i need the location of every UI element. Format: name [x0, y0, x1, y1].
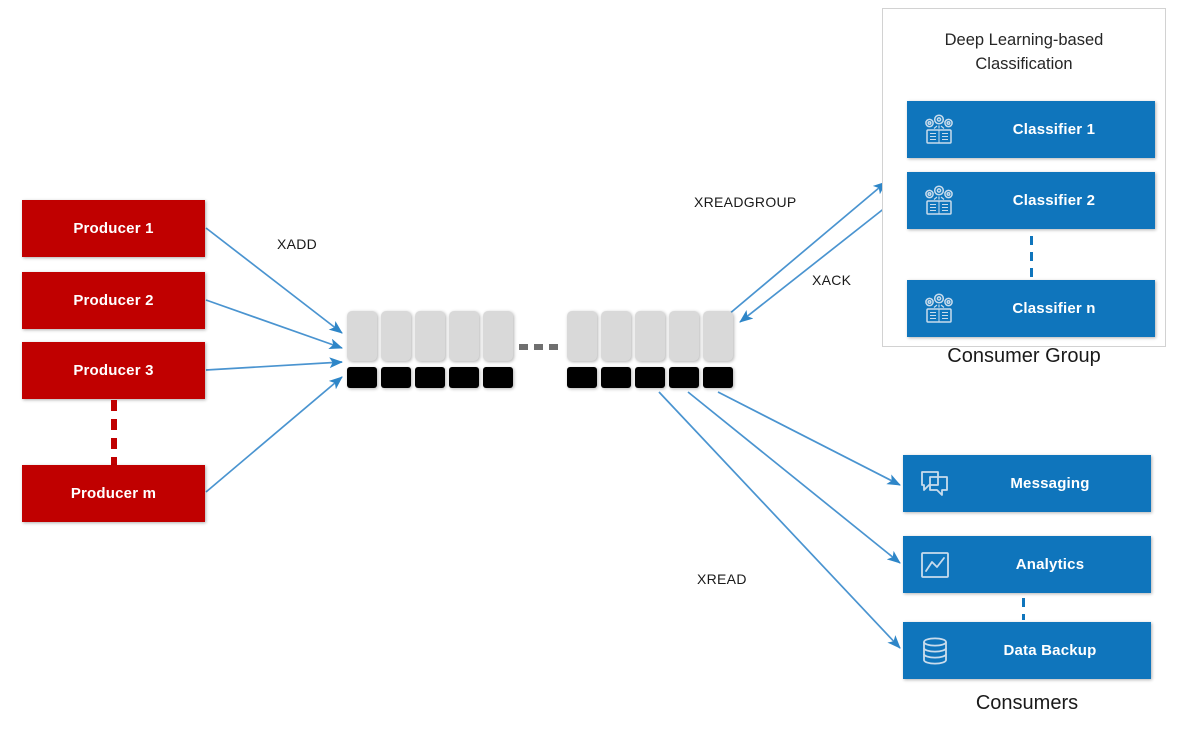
stream-cell-top-9 — [669, 311, 699, 361]
stream-cell-bottom-6 — [567, 367, 597, 388]
stream-cell-top-1 — [347, 311, 377, 361]
stream-cell-bottom-3 — [415, 367, 445, 388]
producer-box-2[interactable]: Producer 2 — [22, 272, 205, 329]
command-label-xack: XACK — [812, 272, 852, 288]
consumer-group-caption: Consumer Group — [947, 345, 1101, 367]
stream-cell-bottom-10 — [703, 367, 733, 388]
producer-label: Producer m — [70, 485, 157, 502]
consumer-box-messaging[interactable]: Messaging — [903, 455, 1151, 512]
stream-cell-bottom-4 — [449, 367, 479, 388]
xack-arrow — [739, 206, 887, 323]
consumer-box-analytics[interactable]: Analytics — [903, 536, 1151, 593]
stream-cell-bottom-1 — [347, 367, 377, 388]
command-label-xadd: XADD — [277, 236, 318, 252]
stream-cell-bottom-7 — [601, 367, 631, 388]
consumer-label: Messaging — [1010, 475, 1090, 492]
producer-label: Producer 3 — [73, 362, 154, 379]
stream-cell-top-8 — [635, 311, 665, 361]
stream-cell-top-5 — [483, 311, 513, 361]
stream-cell-bottom-9 — [669, 367, 699, 388]
chat-bubbles-icon — [903, 455, 967, 512]
consumer-group-title-line1: Deep Learning-based — [944, 31, 1104, 49]
command-label-xread: XREAD — [697, 571, 747, 587]
gears-book-icon — [907, 280, 971, 337]
gears-book-icon — [907, 172, 971, 229]
consumer-group-title-line2: Classification — [975, 55, 1073, 73]
line-chart-icon — [903, 536, 967, 593]
stream-cell-top-3 — [415, 311, 445, 361]
stream-cell-top-10 — [703, 311, 733, 361]
producer-label: Producer 1 — [73, 220, 154, 237]
classifier-label: Classifier 2 — [1012, 192, 1096, 209]
consumers-caption: Consumers — [975, 692, 1079, 714]
producer-box-3[interactable]: Producer 3 — [22, 342, 205, 399]
classifier-box-1[interactable]: Classifier 1 — [907, 101, 1155, 158]
classifier-ellipsis-dashes — [1030, 236, 1033, 280]
stream-cell-top-2 — [381, 311, 411, 361]
classifier-box-n[interactable]: Classifier n — [907, 280, 1155, 337]
stream-cell-bottom-5 — [483, 367, 513, 388]
producer-box-1[interactable]: Producer 1 — [22, 200, 205, 257]
database-icon — [903, 622, 967, 679]
producer-box-m[interactable]: Producer m — [22, 465, 205, 522]
stream-cell-bottom-8 — [635, 367, 665, 388]
stream-gap-dashes — [519, 344, 564, 350]
xread-arrows — [658, 391, 901, 649]
producer-ellipsis-dashes — [111, 400, 117, 466]
classifier-box-2[interactable]: Classifier 2 — [907, 172, 1155, 229]
classifier-label: Classifier 1 — [1012, 121, 1096, 138]
stream-cell-bottom-2 — [381, 367, 411, 388]
consumer-ellipsis-dashes — [1022, 598, 1025, 620]
stream-cell-top-6 — [567, 311, 597, 361]
producer-label: Producer 2 — [73, 292, 154, 309]
xadd-arrows — [205, 227, 344, 493]
command-label-xreadgroup: XREADGROUP — [694, 194, 797, 210]
classifier-label: Classifier n — [1012, 300, 1096, 317]
stream-cell-top-4 — [449, 311, 479, 361]
consumer-label: Data Backup — [1003, 642, 1097, 659]
gears-book-icon — [907, 101, 971, 158]
consumer-label: Analytics — [1015, 556, 1085, 573]
consumer-box-data-backup[interactable]: Data Backup — [903, 622, 1151, 679]
consumer-group-title: Deep Learning-based Classification — [890, 28, 1158, 76]
stream-cell-top-7 — [601, 311, 631, 361]
